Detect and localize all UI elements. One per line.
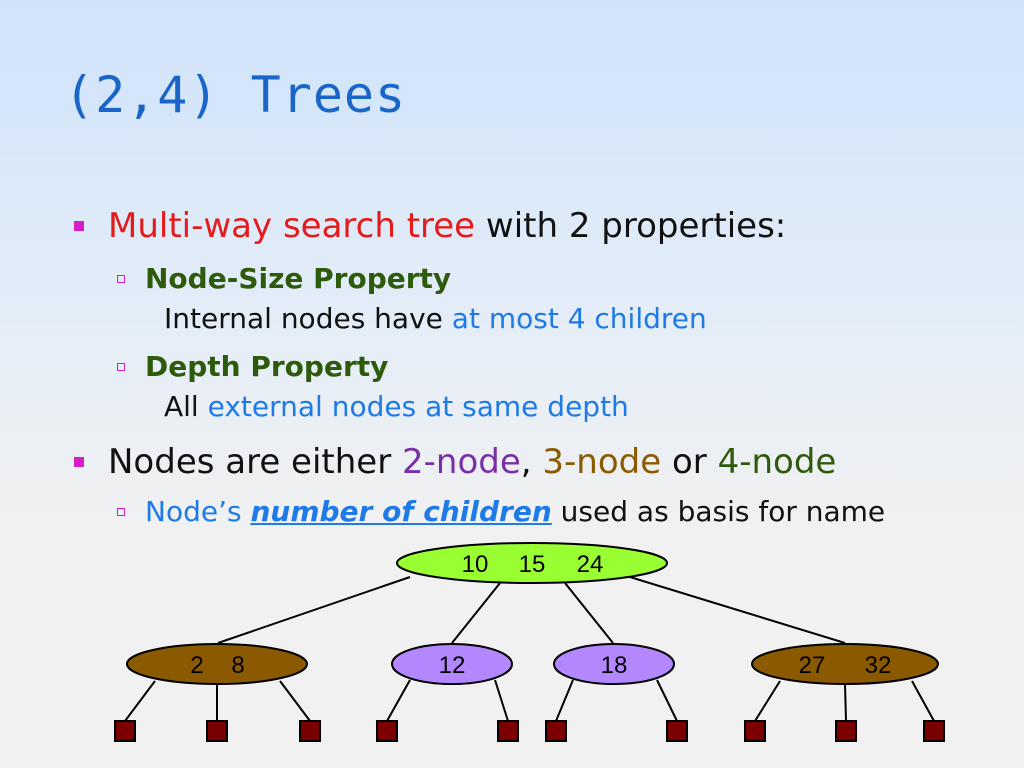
slide-title: (2,4) Trees xyxy=(64,66,407,124)
external-node xyxy=(376,720,398,742)
tree-edges xyxy=(124,576,935,722)
naming-rest: used as basis for name xyxy=(551,495,886,528)
node-size-heading: Node-Size Property xyxy=(145,262,452,295)
edge-n3-ext1 xyxy=(555,679,574,722)
edge-n2-ext2 xyxy=(494,679,509,722)
depth-highlight: external nodes at same depth xyxy=(207,390,629,423)
child-4-key-2: 32 xyxy=(865,652,892,679)
bullet-depth: Depth Property xyxy=(116,350,389,383)
child-2-key-1: 12 xyxy=(439,652,466,679)
root-key-1: 10 xyxy=(462,551,489,578)
external-node xyxy=(923,720,945,742)
child-4-key-1: 27 xyxy=(799,652,826,679)
edge-n2-ext1 xyxy=(386,679,411,722)
node-types-sep2: or xyxy=(661,442,718,482)
edge-root-n2 xyxy=(451,582,501,644)
external-nodes xyxy=(114,720,945,742)
edge-n4-ext1 xyxy=(754,680,781,722)
external-node xyxy=(835,720,857,742)
child-1-key-1: 2 xyxy=(190,652,203,679)
depth-prefix: All xyxy=(164,390,208,423)
node-size-prefix: Internal nodes have xyxy=(164,302,452,335)
edge-root-n1 xyxy=(217,576,411,644)
edge-root-n3 xyxy=(564,582,614,644)
edge-n1-ext1 xyxy=(124,680,156,722)
depth-desc: All external nodes at same depth xyxy=(164,390,629,423)
depth-heading: Depth Property xyxy=(145,350,389,383)
bullet-node-naming: Node’s number of children used as basis … xyxy=(116,495,886,528)
naming-emph: number of children xyxy=(250,495,552,528)
bullet-multiway: Multi-way search tree with 2 properties: xyxy=(73,206,787,246)
bullet-node-size: Node-Size Property xyxy=(116,262,452,295)
child-1-key-2: 8 xyxy=(231,652,244,679)
four-node-label: 4-node xyxy=(717,442,837,482)
root-ellipse xyxy=(396,542,668,584)
edge-n1-ext3 xyxy=(279,680,311,722)
two-node-label: 2-node xyxy=(402,442,521,482)
node-types-prefix: Nodes are either xyxy=(108,442,402,482)
three-node-label: 3-node xyxy=(542,442,662,482)
edge-n4-ext2 xyxy=(844,683,847,722)
node-size-desc: Internal nodes have at most 4 children xyxy=(164,302,707,335)
external-node xyxy=(299,720,321,742)
child-node-3: 18 xyxy=(553,643,675,685)
node-types-sep1: , xyxy=(520,442,543,482)
multiway-rest: with 2 properties: xyxy=(475,206,787,246)
naming-prefix: Node’s xyxy=(145,495,251,528)
node-size-highlight: at most 4 children xyxy=(451,302,707,335)
child-node-4: 27 32 xyxy=(751,643,939,685)
root-node: 10 15 24 xyxy=(396,542,668,584)
external-node xyxy=(545,720,567,742)
child-1-ellipse xyxy=(126,643,308,685)
child-4-ellipse xyxy=(751,643,939,685)
external-node xyxy=(666,720,688,742)
external-node xyxy=(114,720,136,742)
edge-root-n4 xyxy=(629,576,846,644)
edge-n4-ext3 xyxy=(911,680,935,722)
child-2-ellipse xyxy=(391,643,513,685)
multiway-highlight: Multi-way search tree xyxy=(108,206,476,246)
child-node-2: 12 xyxy=(391,643,513,685)
child-node-1: 2 8 xyxy=(126,643,308,685)
bullet-node-types: Nodes are either 2-node, 3-node or 4-nod… xyxy=(73,442,837,482)
external-node xyxy=(206,720,228,742)
edge-n3-ext2 xyxy=(656,679,678,722)
root-key-2: 15 xyxy=(519,551,546,578)
external-node xyxy=(497,720,519,742)
external-node xyxy=(744,720,766,742)
child-3-ellipse xyxy=(553,643,675,685)
root-key-3: 24 xyxy=(577,551,604,578)
child-3-key-1: 18 xyxy=(601,652,628,679)
